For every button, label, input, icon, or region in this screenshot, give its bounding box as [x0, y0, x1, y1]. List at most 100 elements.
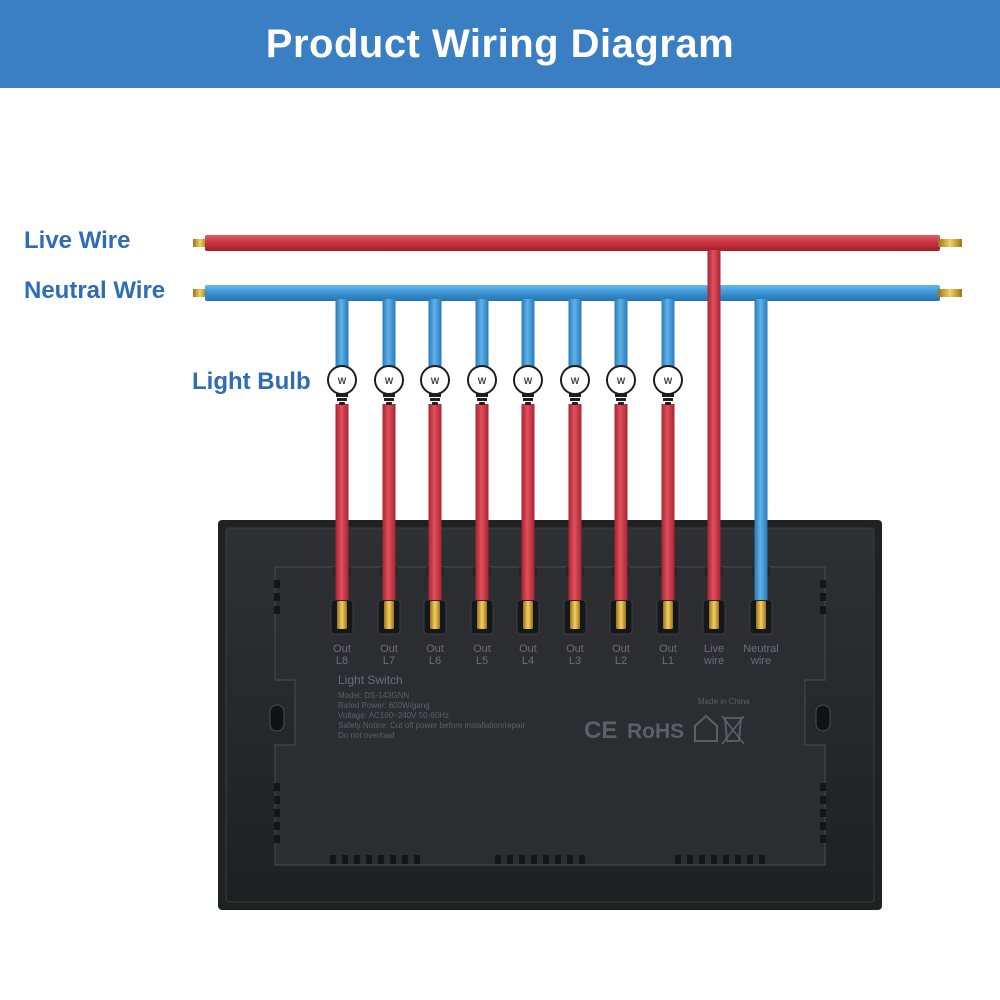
light-bulb-icon: W: [327, 365, 357, 405]
spec-line-4: Safety Notice: Cut off power before inst…: [338, 721, 525, 730]
wire-10: [754, 299, 768, 600]
vent-slot: [495, 855, 501, 864]
page-title: Product Wiring Diagram: [265, 21, 735, 66]
ce-mark: CE: [584, 717, 617, 744]
terminal-label-top: Out: [333, 643, 351, 655]
terminal-label-bottom: L8: [336, 655, 348, 667]
neutral-wire-cable: [205, 285, 940, 301]
terminal-label-bottom: L6: [429, 655, 441, 667]
vent-slot: [675, 855, 681, 864]
terminal-label-top: Out: [519, 643, 537, 655]
vent-slot: [274, 580, 280, 588]
drop-wires: [335, 250, 768, 600]
wire-3: [428, 299, 442, 600]
vent-slot: [723, 855, 729, 864]
vent-slot: [820, 580, 826, 588]
device-title: Light Switch: [338, 673, 403, 687]
bulb-mark: W: [524, 376, 533, 386]
bulb-mark: W: [478, 376, 487, 386]
vent-slot: [274, 835, 280, 843]
terminal-label-top: Out: [566, 643, 584, 655]
light-bulb-icon: W: [513, 365, 543, 405]
mount-hole-right: [815, 704, 831, 732]
terminal-label-bottom: L1: [662, 655, 674, 667]
light-bulb-icon: W: [420, 365, 450, 405]
vent-slot: [274, 822, 280, 830]
vent-slot: [330, 855, 336, 864]
live-wire-right-tip: [938, 239, 962, 247]
output-drop: [335, 404, 349, 600]
bulb-mark: W: [617, 376, 626, 386]
output-drop: [568, 404, 582, 600]
wire-5: [521, 299, 535, 600]
live-drop: [707, 250, 721, 600]
vent-slot: [759, 855, 765, 864]
neutral-drop: [568, 299, 582, 369]
wire-1: [335, 299, 349, 600]
vent-slot: [555, 855, 561, 864]
light-bulb-label: Light Bulb: [192, 368, 311, 395]
mount-hole-left: [269, 704, 285, 732]
neutral-drop: [335, 299, 349, 369]
terminal-label-top: Out: [659, 643, 677, 655]
terminal-label-bottom: L4: [522, 655, 534, 667]
neutral-wire-bus: [193, 285, 962, 301]
neutral-wire-right-tip: [938, 289, 962, 297]
output-drop: [428, 404, 442, 600]
neutral-drop: [521, 299, 535, 369]
vent-slot: [519, 855, 525, 864]
terminal-label-bottom: L3: [569, 655, 581, 667]
spec-line-1: Model: DS-143GNN: [338, 691, 409, 700]
output-drop: [475, 404, 489, 600]
wire-8: [661, 299, 675, 600]
terminal-label-top: Out: [380, 643, 398, 655]
output-drop: [521, 404, 535, 600]
neutral-wire-left-tip: [193, 289, 207, 297]
panel-back-plate: [274, 566, 826, 866]
terminal-label-bottom: L7: [383, 655, 395, 667]
vent-slot: [402, 855, 408, 864]
vent-slot: [274, 809, 280, 817]
vent-slot: [699, 855, 705, 864]
vent-slot: [735, 855, 741, 864]
bulb-mark: W: [571, 376, 580, 386]
light-bulb-icon: W: [374, 365, 404, 405]
light-bulb-icon: W: [467, 365, 497, 405]
vent-slot: [820, 593, 826, 601]
vent-slot: [820, 783, 826, 791]
vent-slot: [747, 855, 753, 864]
output-drop: [382, 404, 396, 600]
vent-slot: [687, 855, 693, 864]
panel-vents: [274, 580, 826, 864]
live-wire-label: Live Wire: [24, 227, 131, 254]
wire-7: [614, 299, 628, 600]
output-drop: [661, 404, 675, 600]
neutral-drop: [754, 299, 768, 600]
home-icon: [694, 714, 718, 742]
terminal-label-bottom: wire: [703, 655, 724, 667]
vent-slot: [414, 855, 420, 864]
wire-9: [707, 250, 721, 600]
vent-slot: [390, 855, 396, 864]
live-wire-cable: [205, 235, 940, 251]
vent-slot: [579, 855, 585, 864]
spec-line-2: Rated Power: 600W/gang: [338, 701, 430, 710]
vent-slot: [274, 796, 280, 804]
neutral-drop: [614, 299, 628, 369]
terminal-7: [609, 567, 633, 635]
vent-slot: [820, 606, 826, 614]
light-bulb-icon: W: [606, 365, 636, 405]
terminal-labels: OutL8OutL7OutL6OutL5OutL4OutL3OutL2OutL1…: [333, 643, 779, 667]
bulb-mark: W: [664, 376, 673, 386]
terminal-label-top: Out: [473, 643, 491, 655]
vent-slot: [820, 835, 826, 843]
weee-bin-icon: [721, 715, 745, 745]
made-in-label: Made in China: [698, 697, 750, 706]
output-drop: [614, 404, 628, 600]
vent-slot: [820, 796, 826, 804]
neutral-drop: [475, 299, 489, 369]
vent-slot: [274, 783, 280, 791]
spec-line-3: Voltage: AC100~240V 50-60Hz: [338, 711, 449, 720]
vent-slot: [820, 809, 826, 817]
